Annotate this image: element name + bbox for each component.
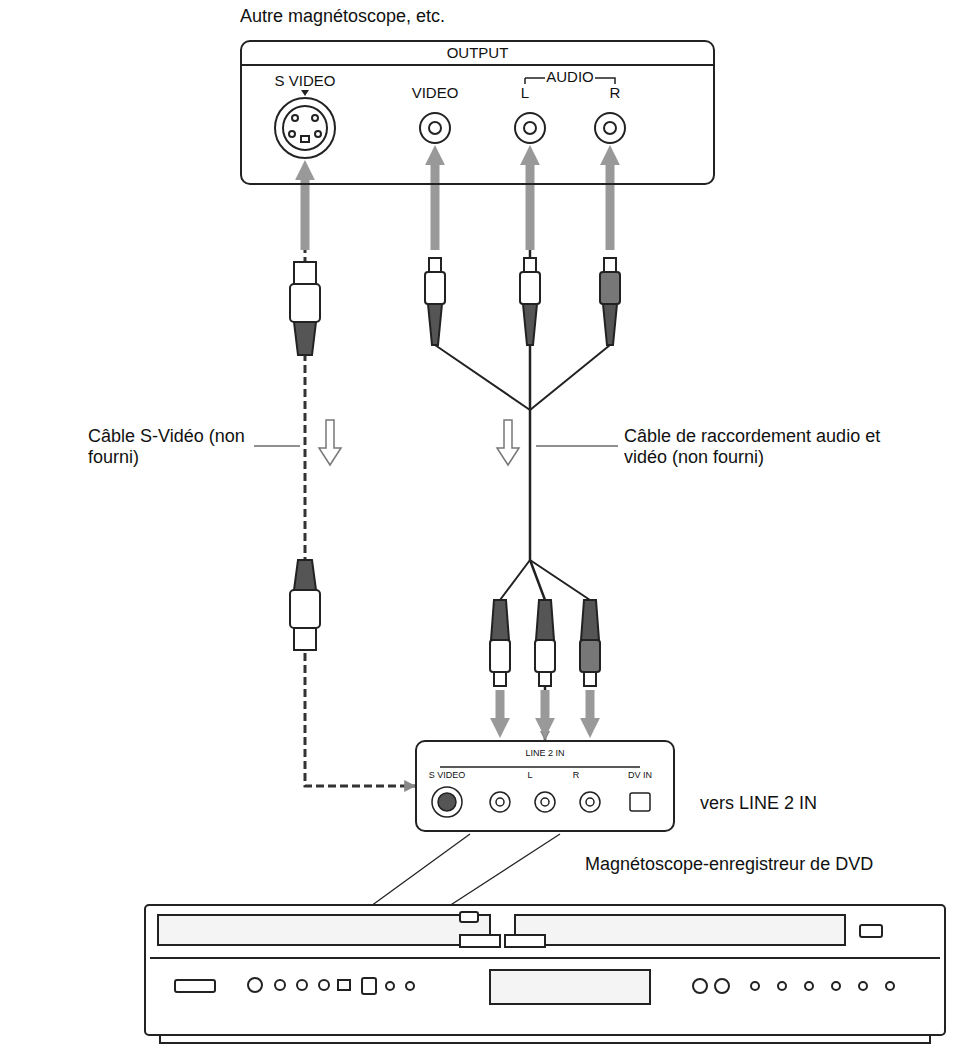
jack-label: R — [610, 84, 621, 101]
recorder-device: Magnétoscope-enregistreur de DVD — [145, 850, 945, 902]
jack-label: DV IN — [628, 770, 652, 780]
dvd-recorder — [145, 905, 945, 1043]
output-jacks — [275, 78, 625, 158]
source-device-panel: Autre magnétoscope, etc.OUTPUT — [240, 40, 715, 185]
cable-label: Câble S-Vidéo (non fourni) — [88, 426, 253, 467]
svideo-plug — [290, 262, 320, 650]
panel-title: LINE 2 IN — [417, 748, 673, 758]
jack-label: L — [527, 770, 532, 780]
jack-label: VIDEO — [412, 84, 459, 101]
jack-label: S VIDEO — [275, 72, 336, 89]
cable-connector — [305, 185, 415, 786]
device-heading: Magnétoscope-enregistreur de DVD — [585, 854, 873, 875]
jack-label: R — [573, 770, 580, 780]
cable-label: Câble de raccordement audio et vidéo (no… — [624, 426, 924, 467]
device-heading: Autre magnétoscope, etc. — [240, 6, 445, 27]
rca-plug — [425, 258, 620, 686]
jack-label: AUDIO — [546, 68, 594, 85]
callout-label: vers LINE 2 IN — [700, 793, 817, 814]
panel-title: OUTPUT — [242, 44, 713, 61]
jack-label: L — [521, 84, 529, 101]
jack-label: S VIDEO — [429, 770, 466, 780]
input-panel: LINE 2 IN — [415, 740, 675, 832]
